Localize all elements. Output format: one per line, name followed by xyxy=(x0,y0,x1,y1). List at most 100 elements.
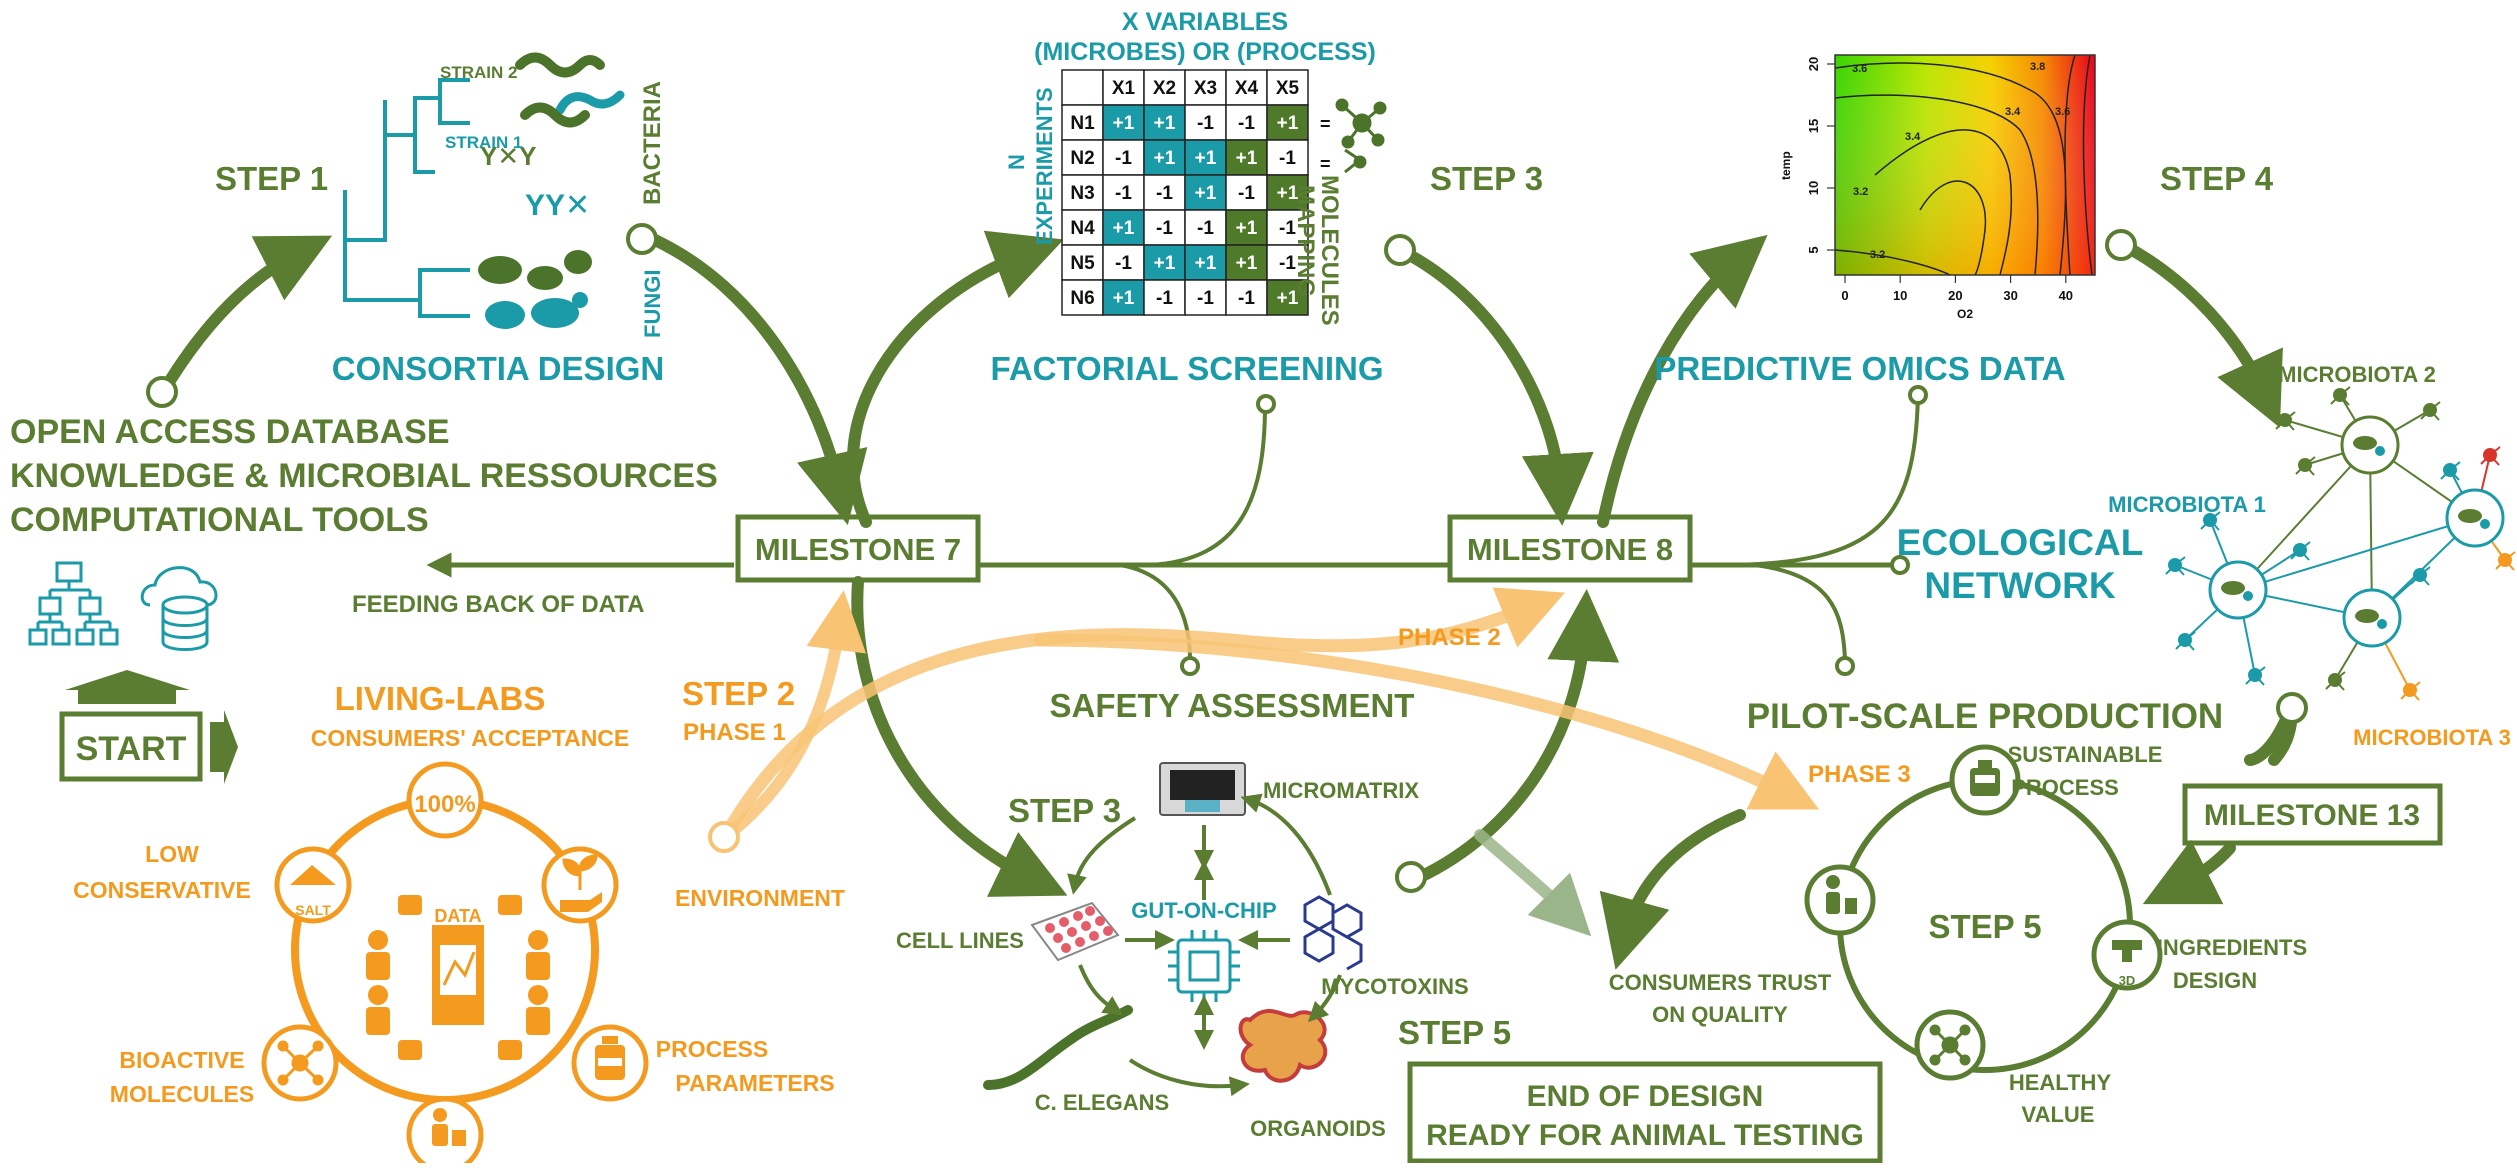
sustainable-tank-icon xyxy=(1970,760,2000,796)
table-header-cell xyxy=(1225,69,1268,106)
table-cell xyxy=(1143,174,1186,211)
table-cell-value: +1 xyxy=(1236,218,1258,239)
low-label: LOW xyxy=(145,841,199,867)
network-spoke xyxy=(2449,461,2461,471)
x-tick-label: 0 xyxy=(1841,288,1848,303)
phase3-label: PHASE 3 xyxy=(1808,761,1911,788)
equals-sign-2: = xyxy=(1320,154,1331,174)
milestone13-node xyxy=(2276,692,2308,724)
table-cell-value: -1 xyxy=(1115,253,1132,274)
table-cell xyxy=(1102,139,1145,176)
process-tank-icon xyxy=(595,1036,625,1080)
step3-top-label: STEP 3 xyxy=(1430,160,1543,197)
network-spoke xyxy=(2429,409,2440,421)
table-row-label: N2 xyxy=(1070,148,1094,169)
table-cell xyxy=(1102,104,1145,141)
salt-label: SALT xyxy=(295,902,331,918)
table-cell xyxy=(1184,174,1227,211)
sustainable-label: SUSTAINABLE xyxy=(2008,742,2163,767)
end-of-design-box xyxy=(1407,1061,1883,1164)
person-icon xyxy=(432,1108,466,1146)
microbiota3-label: MICROBIOTA 3 xyxy=(2353,725,2511,750)
x-tick-label: 40 xyxy=(2059,288,2073,303)
molecules-label: MOLECULES xyxy=(1316,175,1343,326)
network-spoke xyxy=(2400,689,2411,700)
environment-label: ENVIRONMENT xyxy=(675,885,845,911)
table-cell-value: -1 xyxy=(1156,288,1173,309)
y-tick-label: 20 xyxy=(1806,57,1821,71)
db-line-2: KNOWLEDGE & MICROBIAL RESSOURCES xyxy=(10,457,718,495)
step5-right-label: STEP 5 xyxy=(1928,908,2041,945)
table-cell-value: -1 xyxy=(1238,288,1255,309)
process-label: PROCESS xyxy=(656,1036,768,1062)
network-spoke xyxy=(2339,394,2350,406)
network-spoke xyxy=(2325,679,2336,690)
molecule-icon xyxy=(1335,98,1387,174)
big-green-arrows xyxy=(146,223,2296,970)
micromatrix-device-icon xyxy=(1159,762,1246,816)
y-tick-label: 5 xyxy=(1806,246,1821,253)
table-cell xyxy=(1266,209,1309,246)
contour-label: 3.6 xyxy=(2055,106,2070,118)
table-row-label: N1 xyxy=(1070,113,1095,134)
microbiota2-label: MICROBIOTA 2 xyxy=(2278,362,2436,387)
table-cell-value: +1 xyxy=(1154,253,1176,274)
network-spoke xyxy=(2419,574,2430,586)
x-tick-label: 20 xyxy=(1948,288,1962,303)
table-cell-value: +1 xyxy=(1277,183,1299,204)
living-labs-subtitle: CONSUMERS' ACCEPTANCE xyxy=(311,725,630,751)
step1-label: STEP 1 xyxy=(215,160,328,197)
c-elegans-icon xyxy=(983,1005,1133,1090)
microbe-glyph xyxy=(2458,509,2482,523)
healthy-label: HEALTHY xyxy=(2009,1070,2112,1095)
mycotoxins-label: MYCOTOXINS xyxy=(1321,974,1469,999)
bioactive-molecules-icon xyxy=(277,1040,324,1086)
table-header-cell xyxy=(1102,69,1145,106)
network-spoke xyxy=(2200,519,2211,530)
network-spoke xyxy=(2284,411,2296,421)
parameters-label: PARAMETERS xyxy=(675,1070,834,1096)
feeding-back-label: FEEDING BACK OF DATA xyxy=(352,591,644,618)
consortia-title: CONSORTIA DESIGN xyxy=(332,350,664,387)
rod-bacteria-icon-2: YY✕ xyxy=(525,189,590,222)
omics-title: PREDICTIVE OMICS DATA xyxy=(1654,350,2065,387)
table-cell-value: +1 xyxy=(1113,218,1135,239)
y-tick-label: 10 xyxy=(1806,181,1821,195)
network-spoke xyxy=(2304,464,2315,476)
table-cell xyxy=(1143,279,1186,316)
network-spoke xyxy=(2334,671,2346,681)
network-spoke xyxy=(2429,401,2441,411)
table-cell-value: -1 xyxy=(1156,218,1173,239)
network-spoke xyxy=(2304,456,2316,466)
printer-3d-icon: 3D xyxy=(2112,940,2142,988)
table-cell-value: +1 xyxy=(1154,113,1176,134)
strain2-label: STRAIN 2 xyxy=(440,63,517,82)
table-cell xyxy=(1266,279,1309,316)
safety-title: SAFETY ASSESSMENT xyxy=(1050,687,1415,724)
table-header-cell xyxy=(1266,69,1309,106)
table-header-label: X1 xyxy=(1112,78,1136,99)
milestone-7-label: MILESTONE 7 xyxy=(755,532,961,567)
step3-bottom-label: STEP 3 xyxy=(1008,792,1121,829)
pilot-title: PILOT-SCALE PRODUCTION xyxy=(1747,697,2223,736)
table-cell-value: +1 xyxy=(1277,288,1299,309)
contour-label: 3.2 xyxy=(1870,249,1885,261)
network-spoke xyxy=(2495,559,2506,570)
table-cell-value: +1 xyxy=(1236,148,1258,169)
network-spoke xyxy=(2254,674,2265,686)
end-of-design-label: END OF DESIGN xyxy=(1527,1080,1764,1113)
table-cell xyxy=(1266,139,1309,176)
ecological-title: ECOLOGICAL xyxy=(1897,522,2144,563)
network-spoke xyxy=(2299,549,2310,561)
network-spoke xyxy=(2184,631,2196,641)
table-header-label: X3 xyxy=(1194,78,1217,99)
table-cell-value: +1 xyxy=(1195,183,1217,204)
fungi-label: FUNGI xyxy=(640,270,665,338)
table-cell-value: -1 xyxy=(1197,218,1214,239)
table-row-label: N3 xyxy=(1070,183,1094,204)
network-spoke xyxy=(2175,639,2186,650)
table-cell-value: -1 xyxy=(1238,183,1255,204)
network-spoke xyxy=(2165,564,2176,575)
cloud-database-icon xyxy=(140,566,218,651)
